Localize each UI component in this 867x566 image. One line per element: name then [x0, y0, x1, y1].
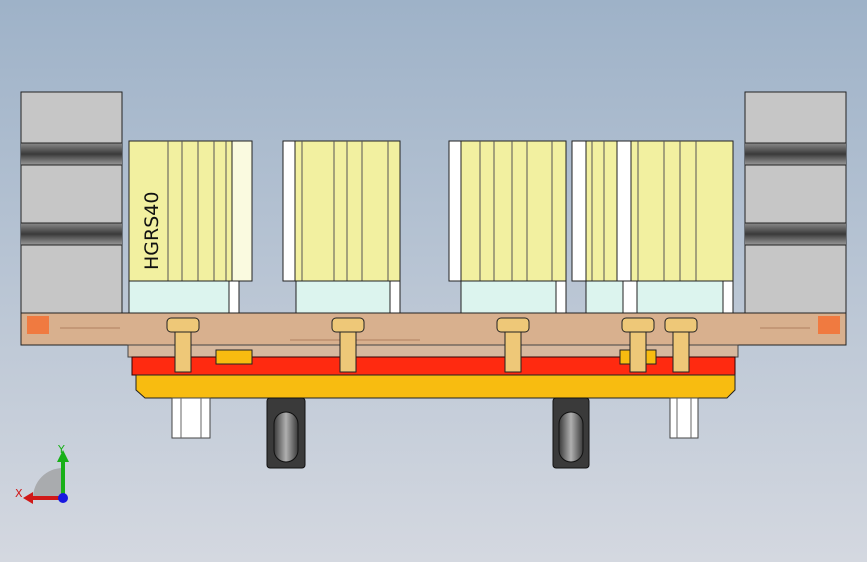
locating-pin-right[interactable] [552, 397, 590, 469]
triad-y-label: Y [57, 443, 65, 456]
coordinate-triad: Y X [15, 443, 69, 504]
right-side-block[interactable] [744, 91, 847, 345]
base-plate[interactable] [20, 312, 847, 358]
triad-x-label: X [15, 487, 23, 500]
bolt-4 [621, 317, 655, 373]
left-side-block[interactable] [20, 91, 123, 345]
bolt-1 [166, 317, 200, 373]
bolt-2 [331, 317, 365, 373]
bolts [166, 317, 698, 373]
locating-pin-left[interactable] [266, 397, 306, 469]
cylinder-label: HGRS40 [141, 192, 163, 270]
cylinder-3[interactable] [448, 140, 567, 314]
yellow-plate[interactable] [135, 374, 736, 399]
cylinder-4[interactable] [571, 140, 734, 314]
cylinder-2[interactable] [282, 140, 401, 314]
right-guide-post[interactable] [669, 397, 699, 439]
right-dowel-hole [818, 316, 840, 334]
left-guide-post[interactable] [171, 397, 211, 439]
bolt-5 [664, 317, 698, 373]
yellow-inserts [215, 349, 657, 365]
left-dowel-hole [27, 316, 49, 334]
cylinder-1[interactable]: HGRS40 [128, 140, 253, 314]
bolt-3 [496, 317, 530, 373]
